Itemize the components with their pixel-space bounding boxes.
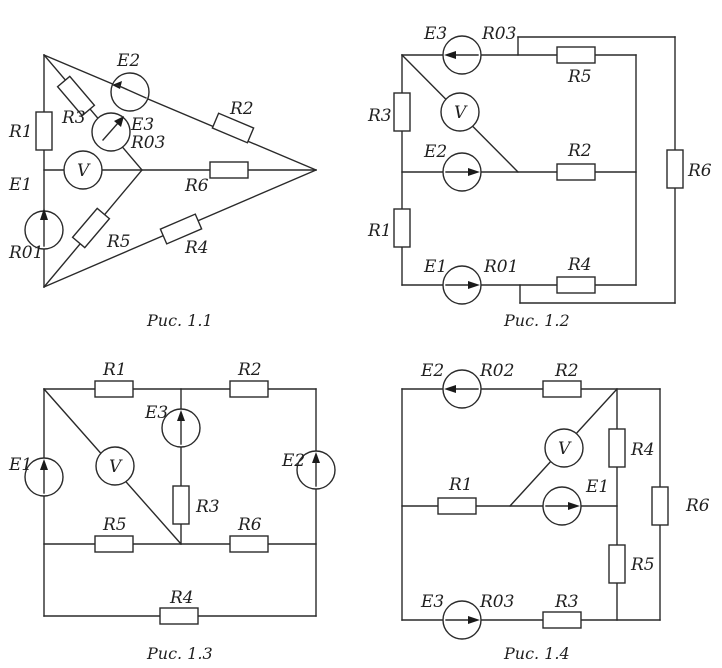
fig2-r6-resistor bbox=[666, 149, 684, 189]
figure-1-3: R1 R2 E3 E1 V E2 R3 R5 R6 R4 Рис. 1.3 bbox=[8, 360, 336, 663]
fig2-e2-arrow-icon bbox=[468, 168, 480, 176]
figure-1-1: R1 R3 E2 E3 R03 V R2 R6 E1 R01 R5 R4 Рис… bbox=[8, 51, 317, 330]
fig4-label-e2: E2 bbox=[420, 361, 444, 381]
fig3-r4-resistor bbox=[159, 607, 199, 625]
fig2-label-r2: R2 bbox=[567, 141, 592, 161]
fig1-label-e3: E3 bbox=[130, 115, 154, 135]
fig3-label-r2: R2 bbox=[237, 360, 262, 380]
fig1-label-r3: R3 bbox=[61, 108, 86, 128]
fig2-label-r3: R3 bbox=[367, 106, 392, 126]
fig3-e2-arrow-icon bbox=[312, 452, 320, 463]
fig1-label-r6: R6 bbox=[184, 176, 209, 196]
fig3-caption: Рис. 1.3 bbox=[146, 644, 213, 663]
fig1-r4-resistor bbox=[159, 213, 203, 245]
fig1-label-r01: R01 bbox=[8, 243, 43, 263]
fig1-label-r4: R4 bbox=[184, 238, 209, 258]
fig1-e2-source bbox=[110, 72, 150, 112]
fig1-label-r1: R1 bbox=[8, 122, 33, 142]
fig2-r1-resistor bbox=[393, 208, 411, 248]
fig4-e2-arrow-icon bbox=[444, 385, 456, 393]
fig3-label-r3: R3 bbox=[195, 497, 220, 517]
fig1-r2-resistor bbox=[211, 112, 255, 144]
fig2-label-e1: E1 bbox=[423, 257, 447, 277]
fig3-r1-resistor bbox=[94, 380, 134, 398]
fig1-caption: Рис. 1.1 bbox=[146, 311, 213, 330]
fig2-label-r01: R01 bbox=[483, 257, 518, 277]
fig2-caption: Рис. 1.2 bbox=[503, 311, 570, 330]
fig2-label-r1: R1 bbox=[367, 221, 392, 241]
fig4-label-e1: E1 bbox=[585, 477, 609, 497]
fig4-caption: Рис. 1.4 bbox=[503, 644, 570, 663]
fig3-label-v: V bbox=[109, 457, 123, 477]
fig4-label-r4: R4 bbox=[630, 440, 655, 460]
fig1-label-e1: E1 bbox=[8, 175, 32, 195]
fig2-voltmeter bbox=[440, 92, 480, 132]
fig4-r5-resistor bbox=[608, 544, 626, 584]
fig4-r2-resistor bbox=[542, 380, 582, 398]
fig3-voltmeter bbox=[95, 446, 135, 486]
fig3-e3-arrow-icon bbox=[177, 410, 185, 421]
fig3-label-r4: R4 bbox=[169, 588, 194, 608]
fig4-label-r2: R2 bbox=[554, 361, 579, 381]
fig4-r6-resistor bbox=[651, 486, 669, 526]
fig1-r1-resistor bbox=[35, 111, 53, 151]
fig4-r1-resistor bbox=[437, 497, 477, 515]
fig2-label-r4: R4 bbox=[567, 255, 592, 275]
fig3-label-r6: R6 bbox=[237, 515, 262, 535]
fig3-label-r1: R1 bbox=[102, 360, 127, 380]
fig1-label-r5: R5 bbox=[106, 232, 131, 252]
fig4-r3-resistor bbox=[542, 611, 582, 629]
fig3-r5-resistor bbox=[94, 535, 134, 553]
fig1-voltmeter bbox=[63, 150, 103, 190]
fig2-label-r5: R5 bbox=[567, 67, 592, 87]
fig1-e3-source bbox=[91, 112, 131, 152]
fig4-label-r3: R3 bbox=[554, 592, 579, 612]
fig4-label-r5: R5 bbox=[630, 555, 655, 575]
fig1-e3-arrow-icon bbox=[114, 116, 124, 127]
fig2-label-v: V bbox=[454, 103, 468, 123]
fig3-label-r5: R5 bbox=[102, 515, 127, 535]
fig3-label-e3: E3 bbox=[144, 403, 168, 423]
fig3-label-e2: E2 bbox=[281, 451, 305, 471]
fig1-r5-resistor bbox=[71, 207, 111, 249]
fig4-label-v: V bbox=[558, 439, 572, 459]
fig1-e1-arrow-icon bbox=[40, 208, 48, 220]
fig2-label-e2: E2 bbox=[423, 142, 447, 162]
fig1-r6-resistor bbox=[209, 161, 249, 179]
fig2-label-e3: E3 bbox=[423, 24, 447, 44]
fig4-e3-arrow-icon bbox=[468, 616, 480, 624]
fig1-label-r03: R03 bbox=[130, 133, 165, 153]
fig4-label-r6: R6 bbox=[685, 496, 710, 516]
fig4-label-r02: R02 bbox=[479, 361, 514, 381]
fig3-r6-resistor bbox=[229, 535, 269, 553]
figure-1-2: E3 R03 R5 R3 V E2 R2 R6 R1 E1 R01 R4 Рис… bbox=[367, 24, 712, 330]
fig3-r2-resistor bbox=[229, 380, 269, 398]
fig1-label-v: V bbox=[77, 161, 91, 181]
fig1-label-e2: E2 bbox=[116, 51, 140, 71]
fig4-r4-resistor bbox=[608, 428, 626, 468]
figure-1-4: E2 R02 R2 R4 V R1 E1 R6 R5 E3 R03 R3 Рис… bbox=[401, 361, 710, 663]
fig3-label-e1: E1 bbox=[8, 455, 32, 475]
fig2-r2-resistor bbox=[556, 163, 596, 181]
fig1-r3-resistor bbox=[56, 75, 96, 117]
fig4-label-r1: R1 bbox=[448, 475, 473, 495]
fig4-voltmeter bbox=[544, 428, 584, 468]
fig2-label-r03: R03 bbox=[481, 24, 516, 44]
fig2-r3-resistor bbox=[393, 92, 411, 132]
fig3-r3-resistor bbox=[172, 485, 190, 525]
fig1-label-r2: R2 bbox=[229, 99, 254, 119]
fig2-e3-arrow-icon bbox=[444, 51, 456, 59]
fig4-e1-arrow-icon bbox=[568, 502, 580, 510]
fig2-r4-resistor bbox=[556, 276, 596, 294]
fig2-e1-arrow-icon bbox=[468, 281, 480, 289]
fig4-label-r03: R03 bbox=[479, 592, 514, 612]
fig2-label-r6: R6 bbox=[687, 161, 712, 181]
fig3-e1-arrow-icon bbox=[40, 459, 48, 470]
fig4-label-e3: E3 bbox=[420, 592, 444, 612]
fig2-r5-resistor bbox=[556, 46, 596, 64]
